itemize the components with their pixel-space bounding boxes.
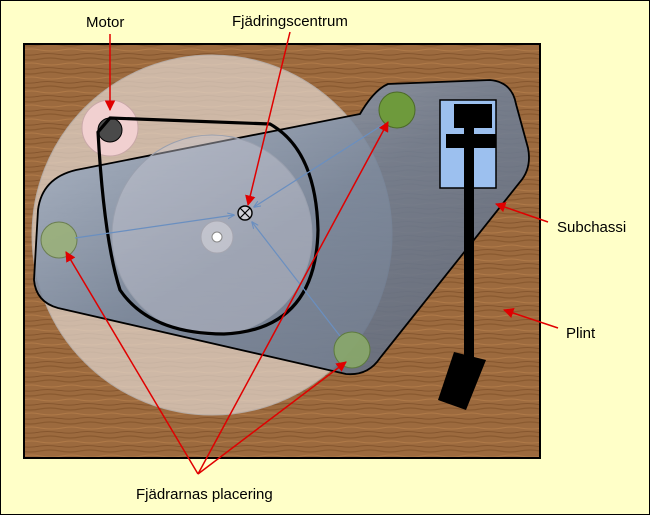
spindle-icon	[211, 231, 223, 243]
drive-belt	[96, 116, 320, 336]
label-subchassis: Subchassi	[557, 219, 626, 236]
label-spring-placement: Fjädrarnas placering	[136, 486, 273, 503]
label-motor: Motor	[86, 14, 124, 31]
circle-cross-icon	[237, 205, 253, 221]
tonearm-pivot	[454, 104, 492, 128]
spring-left	[40, 221, 78, 259]
label-plinth: Plint	[566, 325, 596, 342]
spring-rear-right	[378, 91, 416, 129]
force-lines	[74, 123, 385, 337]
label-spring-center: Fjädringscentrum	[232, 13, 348, 30]
tonearm-headshell	[438, 352, 486, 410]
annotation-arrows	[65, 31, 559, 475]
tonearm	[464, 128, 474, 360]
spring-front-right	[333, 331, 371, 369]
subchassis	[33, 79, 530, 376]
